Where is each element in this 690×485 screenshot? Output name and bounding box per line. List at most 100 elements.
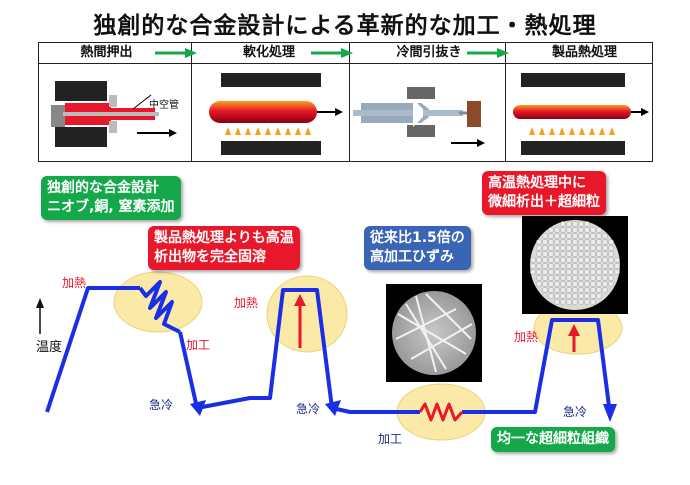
stage-divider (505, 43, 506, 161)
cold-work-zigzag (418, 402, 464, 422)
full-solution-line-1: 製品熱処理よりも高温 (154, 230, 294, 246)
grain-cell (590, 239, 596, 245)
grain-cell (566, 251, 572, 257)
grain-cell (572, 245, 578, 251)
grain-cell (608, 251, 614, 257)
grain-cell (578, 257, 584, 263)
grain-cell (542, 239, 548, 245)
grain-cell (542, 263, 548, 269)
grain-cell (596, 263, 602, 269)
grain-cell (542, 287, 548, 293)
grain-cell (578, 299, 584, 305)
grain-cell (608, 257, 614, 263)
grain-cell (578, 263, 584, 269)
grain-cell (596, 281, 602, 287)
grain-cell (590, 233, 596, 239)
grain-cell (548, 281, 554, 287)
grain-cell (554, 269, 560, 275)
grain-cell (560, 251, 566, 257)
grain-cell (560, 221, 566, 227)
ultrafine-grain-result-box: 均一な超細粒組織 (491, 427, 615, 452)
grain-cell (572, 299, 578, 305)
grain-cell (590, 293, 596, 299)
grain-cell (602, 233, 608, 239)
grain-cell (566, 287, 572, 293)
grain-cell (584, 239, 590, 245)
grain-cell (554, 251, 560, 257)
grain-cell (566, 239, 572, 245)
grain-cell (554, 233, 560, 239)
grain-cell (536, 281, 542, 287)
grain-cell (608, 275, 614, 281)
grain-cell (530, 263, 536, 269)
grain-cell (578, 245, 584, 251)
grain-cell (548, 257, 554, 263)
grain-cell (548, 287, 554, 293)
grain-cell (572, 275, 578, 281)
cold-drawing-illustration (353, 87, 485, 147)
grain-cell (554, 257, 560, 263)
green-arrow-icon (311, 48, 353, 58)
grain-cell (548, 251, 554, 257)
full-solution-line-2: 析出物を完全固溶 (154, 249, 266, 265)
grain-cell (548, 245, 554, 251)
grain-cell (536, 251, 542, 257)
hot-work-zigzag (138, 280, 181, 334)
grain-cell (560, 263, 566, 269)
grain-cell (602, 251, 608, 257)
grain-cell (542, 251, 548, 257)
grain-cell (542, 245, 548, 251)
grain-cell (602, 263, 608, 269)
work-label-2: 加工 (378, 432, 403, 446)
grain-cell (566, 281, 572, 287)
grain-cell (560, 233, 566, 239)
hollow-tube-label: 中空管 (149, 100, 179, 111)
grain-cell (566, 293, 572, 299)
grain-cell (548, 275, 554, 281)
grain-cell (590, 227, 596, 233)
grain-cell (572, 233, 578, 239)
high-strain-box: 従来比1.5倍の 高加工ひずみ (364, 226, 471, 270)
grain-cell (572, 257, 578, 263)
page-title: 独創的な合金設計による革新的な加工・熱処理 (93, 13, 597, 39)
hot-extrusion-illustration (51, 81, 177, 147)
stage-hot-extrusion: 熱間押出 (80, 45, 133, 60)
grain-cell (536, 263, 542, 269)
grain-cell (578, 251, 584, 257)
grain-cell (590, 299, 596, 305)
grain-cell (560, 239, 566, 245)
grain-cell (560, 257, 566, 263)
work-label-1: 加工 (186, 338, 211, 352)
temperature-axis-label: 温度 (36, 340, 63, 355)
temperature-profile-line (45, 286, 140, 413)
grain-cell (578, 281, 584, 287)
grain-cell (554, 281, 560, 287)
grain-cell (590, 257, 596, 263)
grain-cell (548, 269, 554, 275)
grain-cell (596, 257, 602, 263)
grain-cell (584, 263, 590, 269)
grain-cell (572, 221, 578, 227)
grain-cell (614, 263, 620, 269)
grain-cell (530, 257, 536, 263)
grain-cell (530, 269, 536, 275)
grain-cell (548, 239, 554, 245)
high-strain-line-2: 高加工ひずみ (370, 249, 454, 265)
grain-cell (548, 293, 554, 299)
grain-cell (614, 257, 620, 263)
grain-cell (578, 293, 584, 299)
grain-cell (596, 293, 602, 299)
grain-cell (578, 233, 584, 239)
grain-cell (572, 287, 578, 293)
grain-cell (590, 251, 596, 257)
grain-cell (614, 269, 620, 275)
grain-cell (584, 257, 590, 263)
process-stages: 熱間押出 軟化処理 冷間引抜き 製品熱処理 中空管 (38, 42, 653, 162)
fine-grain-microstructure-image (522, 216, 628, 314)
grain-cell (596, 233, 602, 239)
green-arrow-icon (155, 48, 197, 58)
grain-cell (560, 281, 566, 287)
high-strain-line-1: 従来比1.5倍の (370, 230, 465, 246)
grain-cell (602, 269, 608, 275)
grain-cell (554, 227, 560, 233)
